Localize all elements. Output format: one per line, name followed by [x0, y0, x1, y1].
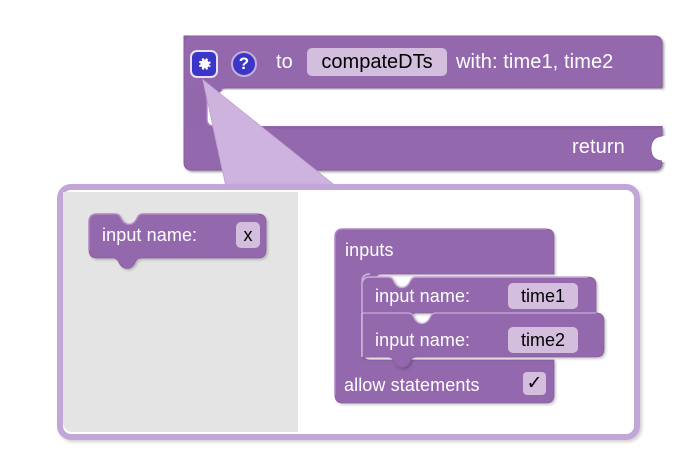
- to-label: to: [276, 51, 293, 73]
- procedure-name-field[interactable]: compateDTs: [307, 48, 447, 76]
- input-name-block-2[interactable]: [361, 312, 605, 368]
- question-mark-icon[interactable]: ?: [231, 51, 257, 77]
- input-name-label-2: input name:: [375, 330, 471, 350]
- gear-icon[interactable]: [190, 50, 218, 78]
- with-params-label: with: time1, time2: [456, 51, 614, 73]
- inputs-container-block[interactable]: [334, 228, 555, 404]
- input-name-value-1[interactable]: time1: [508, 283, 578, 309]
- input-name-value-2[interactable]: time2: [508, 327, 578, 353]
- allow-statements-label: allow statements: [344, 375, 480, 395]
- question-mark-glyph: ?: [238, 54, 250, 73]
- inputs-container-label: inputs: [345, 240, 394, 260]
- return-label: return: [572, 136, 625, 158]
- gear-glyph: [198, 57, 211, 70]
- flyout-input-name-label: input name:: [102, 225, 198, 245]
- input-name-label-1: input name:: [375, 286, 471, 306]
- flyout-input-name-block[interactable]: [88, 213, 267, 269]
- flyout-input-name-value[interactable]: x: [236, 222, 260, 248]
- allow-statements-checkbox[interactable]: ✓: [523, 372, 546, 395]
- checkmark-icon: ✓: [526, 373, 543, 394]
